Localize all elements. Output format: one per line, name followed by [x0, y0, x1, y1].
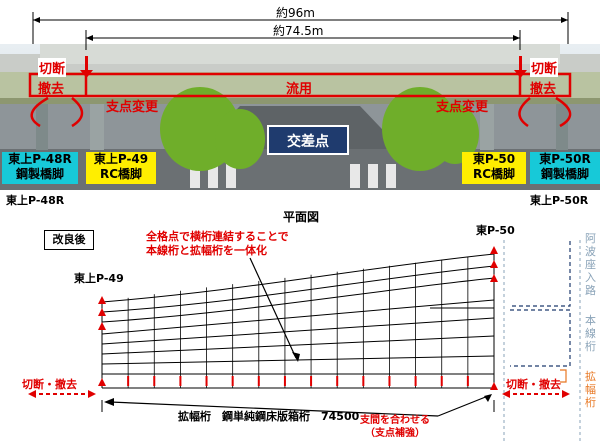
- red-tick: [205, 376, 208, 386]
- span-note: 支間を合わせる （支点補強）: [360, 414, 430, 440]
- street-scene: [0, 44, 600, 190]
- red-ticks: [127, 376, 469, 386]
- support-change-right: 支点変更: [436, 100, 489, 115]
- reuse-label: 流用: [286, 82, 313, 97]
- pier-tag-p49-line2: RC橋脚: [99, 167, 143, 181]
- red-tick: [440, 376, 443, 386]
- dimension-lines: [32, 12, 569, 50]
- remove-label-left: 撤去: [38, 82, 65, 97]
- red-tick: [414, 376, 417, 386]
- red-tick: [179, 376, 182, 386]
- red-annotations: [28, 56, 572, 128]
- pier-tag-p50-line2: RC橋脚: [472, 167, 516, 181]
- plan-left-pier: 東上P-49: [74, 272, 124, 285]
- transverse-lines: [127, 256, 469, 388]
- red-tick: [310, 376, 313, 386]
- red-tick: [336, 376, 339, 386]
- pier-tag-p49-line1: 東上P-49: [93, 152, 149, 166]
- integration-note-line1: 全格点で横桁連結することで: [146, 230, 289, 243]
- red-tick: [362, 376, 365, 386]
- plan-left-top-label: 東上P-48R: [6, 194, 65, 207]
- pier-tag-p48r-line1: 東上P-48R: [8, 152, 72, 166]
- pier-tag-p50r-line2: 鋼製橋脚: [540, 167, 589, 181]
- pier-tag-p50r: 東P-50R 鋼製橋脚: [530, 152, 600, 184]
- red-tick: [231, 376, 234, 386]
- pier-tag-p50-line1: 東P-50: [472, 152, 516, 166]
- pier-tag-p48r: 東上P-48R 鋼製橋脚: [2, 152, 78, 184]
- remove-label-right: 撤去: [530, 82, 557, 97]
- girder-label: 拡幅桁 鋼単純鋼床版箱桁 74500: [178, 410, 360, 423]
- pier-tag-p50r-line1: 東P-50R: [539, 152, 591, 166]
- pier-tag-p48r-line2: 鋼製橋脚: [15, 167, 64, 181]
- plan-title: 平面図: [283, 210, 320, 224]
- after-improvement-box: 改良後: [44, 230, 94, 250]
- red-tick: [127, 376, 130, 386]
- support-change-left: 支点変更: [106, 100, 159, 115]
- cut-label-left: 切断: [38, 58, 67, 77]
- span-note-line1: 支間を合わせる: [360, 415, 430, 426]
- intersection-label: 交差点: [287, 134, 329, 150]
- pier-tag-p49: 東上P-49 RC橋脚: [86, 152, 156, 184]
- side-label-widening-girder: 拡幅桁: [585, 370, 596, 409]
- integration-note: 全格点で横桁連結することで 本線桁と拡幅桁を一体化: [146, 230, 289, 258]
- cut-remove-left: 切断・撤去: [22, 378, 77, 391]
- plan-right-pier: 東P-50: [476, 224, 515, 237]
- street-scene-illustration: [0, 44, 600, 190]
- span-note-line2: （支点補強）: [365, 428, 425, 439]
- cut-label-right: 切断: [530, 58, 559, 77]
- integration-note-line2: 本線桁と拡幅桁を一体化: [146, 244, 267, 257]
- dimension-overall: 約96m: [276, 6, 315, 20]
- red-tick: [257, 376, 260, 386]
- pier-tag-p50: 東P-50 RC橋脚: [462, 152, 526, 184]
- red-tick: [388, 376, 391, 386]
- plan-right-top-label: 東上P-50R: [530, 194, 589, 207]
- red-tick: [283, 376, 286, 386]
- cut-remove-right: 切断・撤去: [506, 378, 561, 391]
- side-label-main-girder: 本線桁: [585, 314, 596, 353]
- red-tick: [153, 376, 156, 386]
- red-tick: [466, 376, 469, 386]
- side-label-awaza-ramp: 阿波座入路: [585, 232, 596, 297]
- dimension-span: 約74.5m: [273, 24, 324, 38]
- after-improvement-label: 改良後: [52, 233, 86, 246]
- plan-drawing: [28, 240, 581, 443]
